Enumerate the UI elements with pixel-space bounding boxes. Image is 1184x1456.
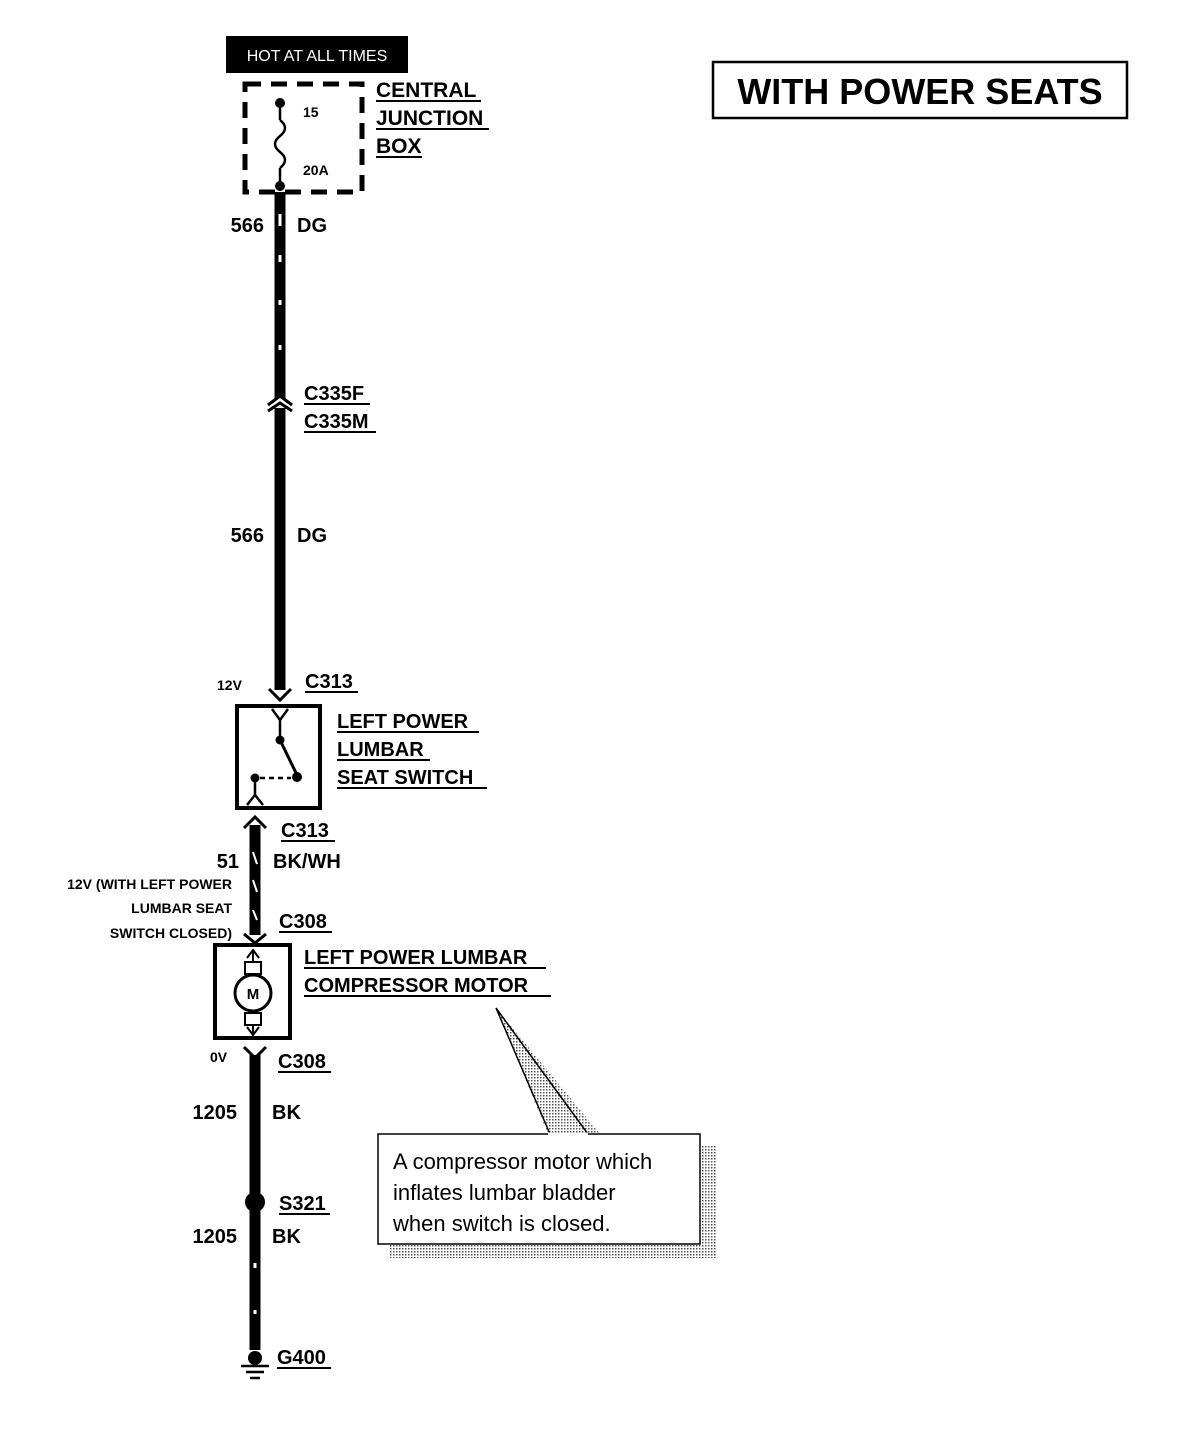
- cjb-label-line-1: CENTRAL: [376, 79, 476, 102]
- callout-line-2: inflates lumbar bladder: [393, 1180, 616, 1205]
- switch-label-line-3: SEAT SWITCH: [337, 767, 473, 789]
- wire-566-top-color: DG: [297, 215, 327, 237]
- switch-label: LEFT POWER LUMBAR SEAT SWITCH: [337, 711, 487, 789]
- voltage-note-line-3: SWITCH CLOSED): [110, 925, 232, 941]
- fuse-icon: [273, 119, 287, 169]
- connector-c335f-label: C335F: [304, 383, 364, 405]
- hot-at-all-times-label: HOT AT ALL TIMES: [247, 48, 388, 65]
- central-junction-box-label: CENTRAL JUNCTION BOX: [376, 79, 489, 158]
- voltage-12v-label: 12V: [217, 677, 243, 693]
- voltage-0v-label: 0V: [210, 1049, 228, 1065]
- central-junction-box: 15 20A: [242, 81, 365, 195]
- splice-s321: S321: [245, 1192, 330, 1215]
- switch-contact-icon: [278, 739, 299, 776]
- c308-top-label: C308: [279, 911, 327, 933]
- fuse-number: 15: [303, 104, 319, 120]
- cjb-label-line-3: BOX: [376, 135, 422, 158]
- voltage-note-line-2: LUMBAR SEAT: [131, 900, 232, 916]
- wire-566-mid-circuit: 566: [231, 525, 264, 547]
- wire-51-color: BK/WH: [273, 851, 341, 873]
- connector-c335: C335F C335M: [267, 383, 376, 433]
- motor-label-line-1: LEFT POWER LUMBAR: [304, 947, 528, 969]
- switch-label-line-1: LEFT POWER: [337, 711, 469, 733]
- switch-label-line-2: LUMBAR: [337, 739, 424, 761]
- lumbar-seat-switch: [235, 704, 322, 810]
- ground-g400: G400: [241, 1347, 331, 1380]
- connector-c308-bottom: C308: [242, 1045, 331, 1073]
- wire-566-top-circuit: 566: [231, 215, 264, 237]
- ground-label: G400: [277, 1347, 326, 1369]
- c313-top-label: C313: [305, 671, 353, 693]
- compressor-motor: M: [213, 943, 292, 1040]
- hot-at-all-times-banner: HOT AT ALL TIMES: [226, 36, 408, 73]
- callout-line-1: A compressor motor which: [393, 1149, 652, 1174]
- motor-symbol: M: [247, 986, 260, 1003]
- connector-c313-bottom: C313: [242, 814, 335, 842]
- splice-label: S321: [279, 1193, 326, 1215]
- voltage-note-line-1: 12V (WITH LEFT POWER: [67, 876, 232, 892]
- callout: A compressor motor which inflates lumbar…: [377, 1007, 716, 1258]
- wire-1205-b-circuit: 1205: [193, 1226, 238, 1248]
- wire-1205-a-color: BK: [272, 1102, 301, 1124]
- wire-566-mid: 566 DG: [231, 408, 327, 690]
- callout-line-3: when switch is closed.: [392, 1211, 611, 1236]
- motor-label: LEFT POWER LUMBAR COMPRESSOR MOTOR: [304, 947, 551, 997]
- motor-label-line-2: COMPRESSOR MOTOR: [304, 975, 529, 997]
- splice-icon: [245, 1192, 265, 1212]
- wire-566-mid-color: DG: [297, 525, 327, 547]
- wire-1205-a-circuit: 1205: [193, 1102, 238, 1124]
- wire-1205-b-color: BK: [272, 1226, 301, 1248]
- c308-bottom-label: C308: [278, 1051, 326, 1073]
- fuse-rating: 20A: [303, 162, 329, 178]
- wire-51-circuit: 51: [217, 851, 239, 873]
- wire-566-top: 566 DG: [231, 192, 327, 398]
- c313-bottom-label: C313: [281, 820, 329, 842]
- connector-c335m-label: C335M: [304, 411, 368, 433]
- cjb-label-line-2: JUNCTION: [376, 107, 483, 130]
- page-title: WITH POWER SEATS: [737, 71, 1102, 112]
- motor-icon: [233, 973, 273, 1013]
- wire-51: 51 BK/WH: [217, 825, 341, 935]
- connector-c313-top: C313: [267, 671, 358, 703]
- voltage-note: 12V (WITH LEFT POWER LUMBAR SEAT SWITCH …: [67, 876, 232, 941]
- title-box: WITH POWER SEATS: [711, 60, 1129, 120]
